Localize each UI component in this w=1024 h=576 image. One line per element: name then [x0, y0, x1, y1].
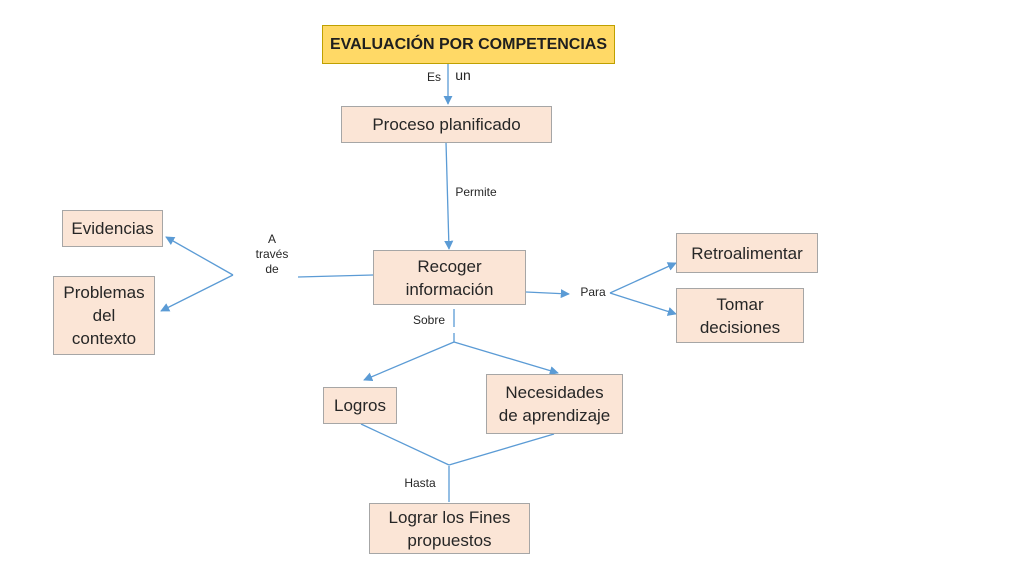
arrow-to-retroalimentar: [609, 262, 677, 294]
arrow-to-logros: [363, 341, 455, 382]
node-retroalimentar: Retroalimentar: [676, 233, 818, 273]
link-label-es: Es: [426, 70, 441, 84]
arrow-to-problemas: [160, 274, 234, 312]
node-problemas-del-contexto: Problemas del contexto: [53, 276, 155, 355]
node-necesidades-de-aprendizaje: Necesidades de aprendizaje: [486, 374, 623, 434]
link-label-permite: Permite: [455, 185, 497, 199]
node-tomar-decisiones: Tomar decisiones: [676, 288, 804, 343]
link-label-a-traves-de: A través de: [255, 232, 289, 276]
arrow-recoger-to-para: [525, 289, 570, 299]
arrow-to-tomar: [609, 292, 677, 316]
arrow-to-necesidades: [453, 341, 559, 376]
link-label-sobre: Sobre: [412, 313, 446, 327]
link-label-un: un: [455, 67, 471, 83]
arrow-proceso-to-recoger: [444, 141, 454, 250]
link-label-hasta: Hasta: [404, 476, 436, 490]
line-recoger-to-a-traves: [297, 274, 374, 278]
node-recoger-informacion: Recoger información: [373, 250, 526, 305]
node-evidencias: Evidencias: [62, 210, 163, 247]
node-proceso-planificado: Proceso planificado: [341, 106, 552, 143]
diagram-title: EVALUACIÓN POR COMPETENCIAS: [322, 25, 615, 64]
arrow-to-evidencias: [165, 236, 234, 276]
node-logros: Logros: [323, 387, 397, 424]
link-label-para: Para: [580, 285, 606, 299]
node-lograr-los-fines-propuestos: Lograr los Fines propuestos: [369, 503, 530, 554]
line-logros-to-hasta: [360, 423, 450, 466]
line-necesidades-to-hasta: [448, 433, 555, 466]
